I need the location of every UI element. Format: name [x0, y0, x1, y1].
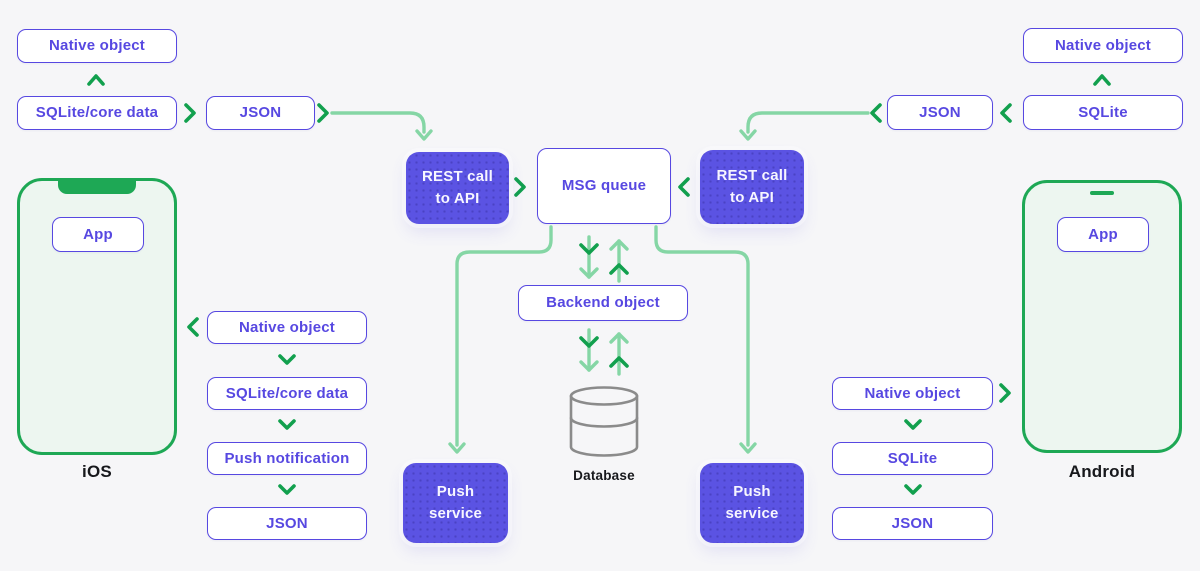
- iphone-notch: [58, 181, 136, 194]
- arrow-msg-to-push-right: [654, 225, 750, 447]
- node-rest-call-left: REST call to API: [406, 152, 509, 224]
- node-native-object-android-mid: Native object: [832, 377, 993, 410]
- arrow-json-to-rest-right: [746, 111, 870, 134]
- chevron-down-icon: [278, 419, 296, 430]
- node-native-object-ios-mid: Native object: [207, 311, 367, 344]
- node-backend-object: Backend object: [518, 285, 688, 321]
- arrowhead-up-icon: [609, 332, 629, 344]
- arrowhead-down-icon: [579, 267, 599, 279]
- arrowhead-up-icon: [609, 239, 629, 251]
- arrowhead-down-icon: [448, 442, 466, 454]
- arrow-json-to-rest-left: [330, 111, 426, 134]
- node-push-notification-ios-mid: Push notification: [207, 442, 367, 475]
- node-json-android-top: JSON: [887, 95, 993, 130]
- node-json-ios-top: JSON: [206, 96, 315, 130]
- node-native-object-ios-top: Native object: [17, 29, 177, 63]
- node-push-service-left: Push service: [403, 463, 508, 543]
- chevron-right-icon: [514, 177, 526, 197]
- arrowhead-down-icon: [739, 129, 757, 141]
- arrowhead-down-icon: [415, 129, 433, 141]
- chevron-right-icon: [317, 103, 329, 123]
- chevron-right-icon: [184, 103, 196, 123]
- node-rest-call-right: REST call to API: [700, 150, 804, 224]
- node-json-android-mid: JSON: [832, 507, 993, 540]
- device-label-android: Android: [1068, 462, 1136, 481]
- chevron-up-icon: [1093, 74, 1111, 86]
- node-sqlite-core-data-ios-top: SQLite/core data: [17, 96, 177, 130]
- chevron-down-icon: [278, 484, 296, 495]
- arrow-msg-to-push-left: [455, 225, 553, 447]
- chevron-left-icon: [1000, 103, 1012, 123]
- android-speaker: [1090, 191, 1114, 195]
- node-msg-queue: MSG queue: [537, 148, 671, 224]
- chevron-left-icon: [187, 317, 199, 337]
- database-icon: [569, 386, 639, 457]
- chevron-left-icon: [678, 177, 690, 197]
- arrowhead-up-icon: [609, 356, 629, 368]
- chevron-down-icon: [278, 354, 296, 365]
- chevron-down-icon: [904, 484, 922, 495]
- node-app-ios: App: [52, 217, 144, 252]
- node-sqlite-android-mid: SQLite: [832, 442, 993, 475]
- database-label: Database: [573, 468, 635, 483]
- arrowhead-down-icon: [579, 360, 599, 372]
- node-app-android: App: [1057, 217, 1149, 252]
- arrowhead-up-icon: [609, 263, 629, 275]
- chevron-down-icon: [904, 419, 922, 430]
- chevron-left-icon: [870, 103, 882, 123]
- device-label-ios: iOS: [82, 462, 112, 481]
- arrowhead-down-icon: [739, 442, 757, 454]
- chevron-right-icon: [999, 383, 1011, 403]
- arrowhead-down-icon: [579, 336, 599, 348]
- node-sqlite-core-data-ios-mid: SQLite/core data: [207, 377, 367, 410]
- arrowhead-down-icon: [579, 243, 599, 255]
- node-push-service-right: Push service: [700, 463, 804, 543]
- chevron-up-icon: [87, 74, 105, 86]
- node-json-ios-mid: JSON: [207, 507, 367, 540]
- node-sqlite-android-top: SQLite: [1023, 95, 1183, 130]
- node-native-object-android-top: Native object: [1023, 28, 1183, 63]
